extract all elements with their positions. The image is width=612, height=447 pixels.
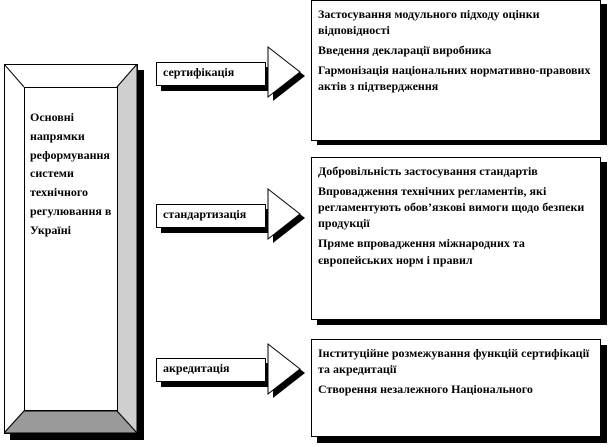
certification-details-box: Застосування модульного підходу оцінки в…	[311, 0, 601, 141]
list-item: Добровільність застосування стандартів	[318, 164, 538, 178]
main-title-line: напрямки	[30, 128, 85, 143]
list-item: Гармонізація національних нормативно-пра…	[318, 63, 591, 94]
list-item: Введення декларації виробника	[318, 43, 492, 58]
arrow-certification	[267, 45, 305, 101]
branch-label-accreditation: акредитація	[156, 358, 266, 382]
list-item: Інституційне розмежування функцій сертиф…	[318, 346, 590, 377]
list-item: Застосування модульного підходу оцінки в…	[318, 7, 540, 38]
accreditation-details-box: Інституційне розмежування функцій сертиф…	[311, 339, 601, 437]
main-title-line: Україні	[30, 222, 71, 237]
main-title-line: регулювання в	[30, 203, 112, 218]
main-title: Основні напрямки реформування системи те…	[30, 108, 126, 240]
branch-label-certification: сертифікація	[156, 62, 266, 86]
main-title-line: технічного	[30, 185, 89, 200]
main-title-line: системи	[30, 166, 74, 181]
list-item: Впровадження технічних регламентів, які …	[318, 184, 585, 231]
list-item: Пряме впровадження міжнародних та європе…	[318, 236, 525, 267]
arrow-accreditation	[267, 342, 305, 398]
standardization-details-box: Добровільність застосування стандартів В…	[311, 157, 601, 320]
main-panel-inner	[24, 87, 118, 411]
main-title-line: реформування	[30, 147, 110, 162]
branch-label-standardization: стандартизація	[156, 204, 266, 228]
arrow-standardization	[267, 187, 305, 243]
list-item: Створення незалежного Національного	[318, 382, 533, 397]
main-panel	[4, 64, 138, 434]
main-title-line: Основні	[30, 110, 75, 124]
